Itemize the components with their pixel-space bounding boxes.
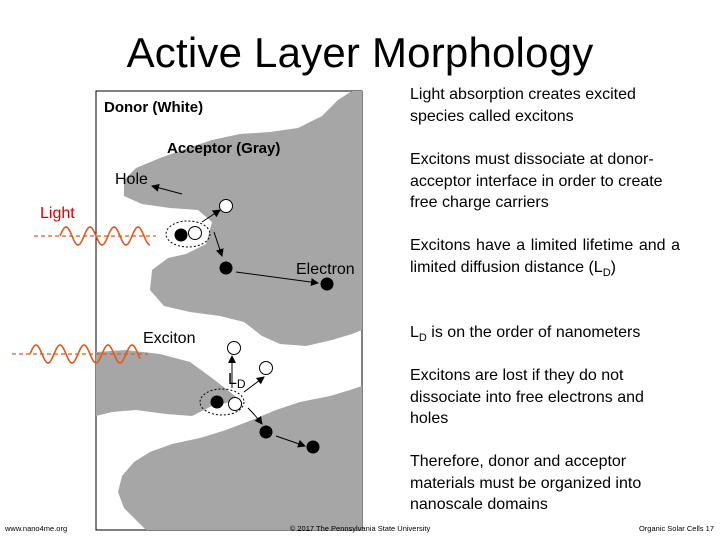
bullet-nanometers: LD is on the order of nanometers <box>410 322 680 350</box>
electron-dissociated-lower <box>307 441 320 454</box>
donor-label: Donor (White) <box>104 99 203 116</box>
electron-upper-exciton <box>175 229 188 242</box>
light-label: Light <box>40 205 75 222</box>
bullet-lost-excitons: Excitons are lost if they do not dissoci… <box>410 365 680 430</box>
electron-free-upper <box>220 262 233 275</box>
exciton-label: Exciton <box>143 330 195 347</box>
hole-lower-exciton <box>229 398 242 411</box>
hole-free-upper <box>220 200 233 213</box>
acceptor-label: Acceptor (Gray) <box>167 140 280 157</box>
footer-copyright: © 2017 The Pennsylvania State University <box>0 524 720 534</box>
footer-slide-number: Organic Solar Cells 17 <box>639 524 714 534</box>
electron-label: Electron <box>296 261 355 278</box>
bullet-light-absorption: Light absorption creates excited species… <box>410 84 680 127</box>
electron-dissociated-upper <box>321 278 334 291</box>
hole-free-middle <box>228 342 241 355</box>
electron-free-lower <box>260 426 273 439</box>
hole-upper-exciton <box>189 227 202 240</box>
bullet-nanoscale: Therefore, donor and acceptor materials … <box>410 451 680 516</box>
bullet-lifetime: Excitons have a limited lifetime and a l… <box>410 235 680 284</box>
electron-lower-exciton <box>211 396 224 409</box>
hole-label: Hole <box>115 171 148 188</box>
hole-free-lower <box>260 362 273 375</box>
bullet-dissociation: Excitons must dissociate at donor-accept… <box>410 149 680 214</box>
